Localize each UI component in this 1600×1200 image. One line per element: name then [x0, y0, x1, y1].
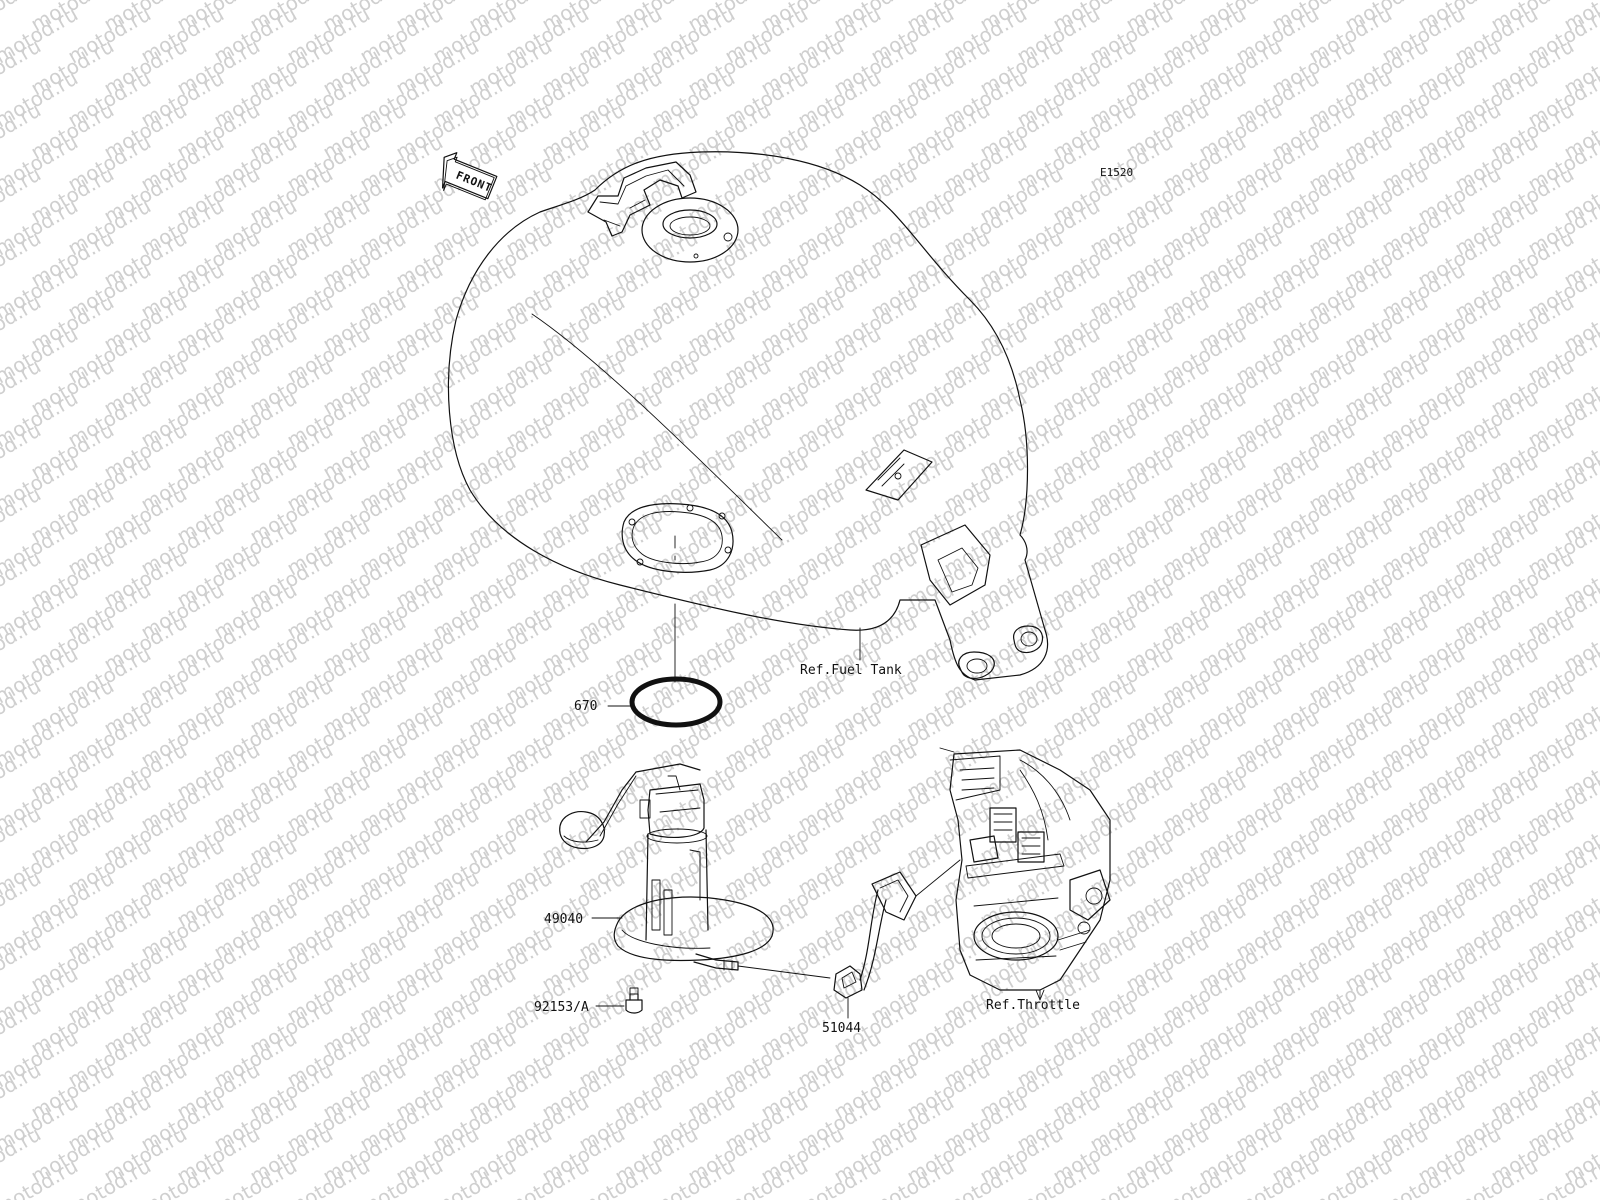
throttle-body: [939, 747, 1111, 1001]
diagram-code: E1520: [1100, 166, 1133, 179]
fuel-pump-assembly: [559, 763, 831, 979]
front-arrow-icon: FRONT: [441, 152, 498, 201]
part-92153a-label: 92153/A: [534, 1000, 589, 1015]
ref-fuel-tank-label: Ref.Fuel Tank: [800, 663, 902, 678]
fuel-tank: [447, 151, 1049, 681]
part-51044-label: 51044: [822, 1021, 861, 1036]
ref-throttle-label: Ref.Throttle: [986, 998, 1080, 1013]
part-670-label: 670: [574, 699, 597, 714]
fuel-hose: [833, 859, 961, 999]
part-49040-label: 49040: [544, 912, 583, 927]
gasket-o-ring: [629, 676, 723, 728]
bolt: [625, 987, 643, 1014]
